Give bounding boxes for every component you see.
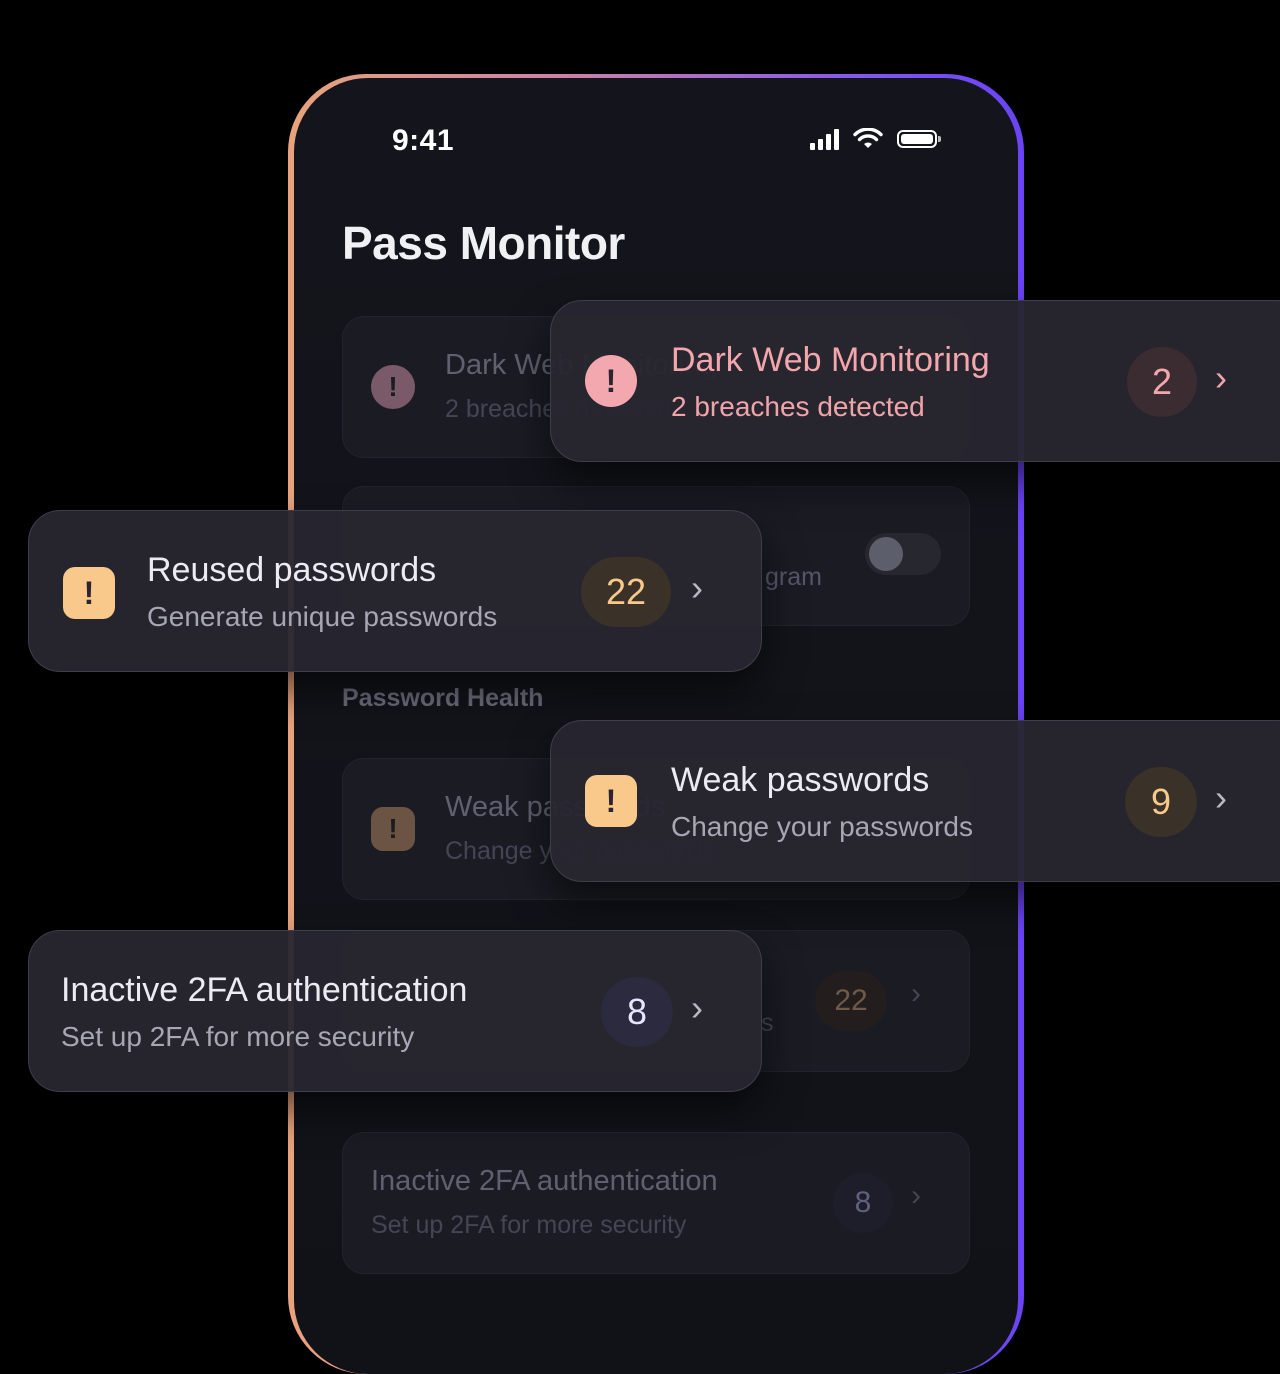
- exclamation-icon: !: [371, 807, 415, 851]
- chevron-right-icon: ›: [691, 987, 703, 1028]
- list-item-2fa-bg[interactable]: Inactive 2FA authentication Set up 2FA f…: [342, 1132, 970, 1274]
- card-subtitle: Change your passwords: [671, 811, 973, 842]
- card-title: Dark Web Monitoring: [671, 341, 990, 379]
- chevron-right-icon: ›: [911, 1179, 921, 1212]
- card-subtitle: Generate unique passwords: [147, 601, 498, 632]
- card-dark-web-monitoring[interactable]: ! Dark Web Monitoring 2 breaches detecte…: [550, 300, 1280, 462]
- card-title: Reused passwords: [147, 551, 437, 589]
- chevron-right-icon: ›: [691, 567, 703, 608]
- card-title: Weak passwords: [671, 761, 930, 799]
- toggle-switch[interactable]: [865, 533, 941, 575]
- card-title: Inactive 2FA authentication: [61, 971, 468, 1009]
- section-header-password-health: Password Health: [342, 684, 544, 712]
- list-item-title: Inactive 2FA authentication: [371, 1165, 718, 1197]
- chevron-right-icon: ›: [911, 977, 921, 1010]
- count-badge: 8: [601, 977, 673, 1047]
- chevron-right-icon: ›: [1215, 357, 1227, 398]
- card-reused-passwords[interactable]: ! Reused passwords Generate unique passw…: [28, 510, 762, 672]
- exclamation-icon: !: [63, 567, 115, 619]
- status-icons: [810, 128, 941, 150]
- count-badge: 22: [815, 971, 887, 1031]
- battery-icon: [897, 130, 941, 148]
- count-badge: 8: [833, 1173, 893, 1233]
- count-badge: 22: [581, 557, 671, 627]
- card-weak-passwords[interactable]: ! Weak passwords Change your passwords 9…: [550, 720, 1280, 882]
- card-subtitle: 2 breaches detected: [671, 391, 925, 422]
- wifi-icon: [853, 128, 883, 148]
- count-badge: 2: [1127, 347, 1197, 417]
- chevron-right-icon: ›: [1215, 777, 1227, 818]
- list-item-subtitle: s: [761, 1009, 774, 1037]
- page-title: Pass Monitor: [342, 217, 625, 269]
- list-item-subtitle: gram: [765, 563, 822, 591]
- toggle-knob: [869, 537, 903, 571]
- cellular-signal-icon: [810, 128, 839, 150]
- status-time: 9:41: [392, 124, 455, 157]
- count-badge: 9: [1125, 767, 1197, 837]
- exclamation-icon: !: [585, 355, 637, 407]
- card-inactive-2fa[interactable]: Inactive 2FA authentication Set up 2FA f…: [28, 930, 762, 1092]
- exclamation-icon: !: [371, 365, 415, 409]
- card-subtitle: Set up 2FA for more security: [61, 1021, 415, 1052]
- exclamation-icon: !: [585, 775, 637, 827]
- list-item-subtitle: Set up 2FA for more security: [371, 1211, 687, 1239]
